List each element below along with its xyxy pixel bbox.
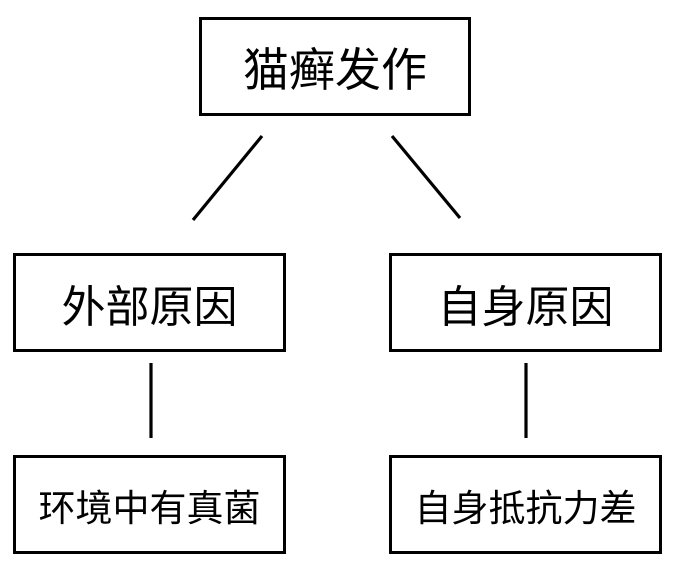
leaf-node-low-resistance: 自身抵抗力差: [389, 455, 662, 554]
leaf-node-fungus-environment: 环境中有真菌: [13, 455, 286, 554]
root-node: 猫癣发作: [199, 17, 471, 116]
leaf-node-label: 自身抵抗力差: [414, 486, 637, 530]
branch-node-label: 外部原因: [61, 281, 238, 333]
branch-node-external-cause: 外部原因: [13, 253, 286, 352]
connector-root-to-external: [191, 134, 264, 222]
leaf-node-label: 环境中有真菌: [38, 486, 261, 530]
branch-node-label: 自身原因: [437, 281, 614, 333]
branch-node-internal-cause: 自身原因: [389, 253, 662, 352]
root-node-label: 猫癣发作: [243, 42, 427, 97]
connector-root-to-internal: [390, 134, 462, 220]
